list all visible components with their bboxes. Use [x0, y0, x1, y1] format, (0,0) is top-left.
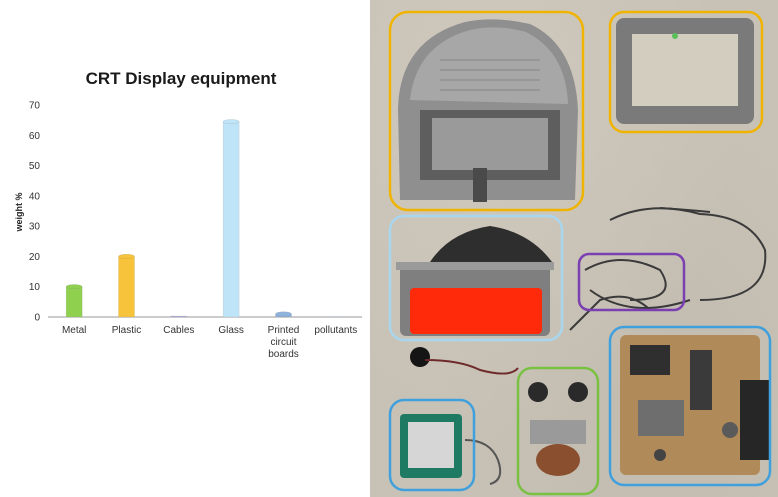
- bar: [327, 315, 345, 318]
- x-tick-labels: Metal Plastic Cables Glass Printedcircuitboa…: [62, 325, 357, 360]
- cable-bundle: [569, 207, 767, 331]
- y-tick-label: 10: [29, 282, 41, 293]
- y-axis-label: weight %: [14, 192, 24, 232]
- bar: [118, 253, 135, 318]
- bar-top: [275, 311, 292, 317]
- bar: [170, 315, 188, 318]
- bar-body: [65, 286, 83, 318]
- bar-body: [327, 315, 345, 318]
- metal-parts: [528, 382, 588, 476]
- bar-top: [118, 253, 135, 259]
- y-tick-label: 0: [34, 313, 40, 324]
- bar: [222, 119, 240, 318]
- y-tick-label: 50: [29, 161, 41, 172]
- bar: [275, 311, 292, 318]
- y-tick-label: 60: [29, 131, 41, 142]
- x-tick-label: Glass: [218, 325, 244, 336]
- x-tick-label: boards: [268, 349, 299, 360]
- bar-top: [65, 284, 83, 290]
- bar-body: [170, 315, 188, 318]
- bar-body: [118, 256, 135, 318]
- y-tick-label: 70: [29, 101, 41, 112]
- glass-tube-box: [388, 214, 564, 342]
- plastic-housing-box: [388, 10, 585, 212]
- bar-chart: CRT Display equipment weight % Metal Plas…: [14, 69, 362, 360]
- main-circuit-board: [620, 335, 770, 475]
- y-tick-label: 30: [29, 222, 41, 233]
- x-tick-label: Plastic: [112, 325, 141, 336]
- metal-parts-box: [516, 366, 600, 496]
- x-tick-label: Printed: [268, 325, 300, 336]
- small-circuit-board: [400, 414, 502, 485]
- crt-rear-housing: [398, 19, 578, 202]
- chart-panel: CRT Display equipment weight % Metal Plas…: [0, 0, 370, 497]
- bar: [65, 284, 83, 318]
- cables-box: [577, 252, 686, 312]
- x-tick-label: Metal: [62, 325, 86, 336]
- bar-series: [65, 119, 345, 318]
- x-tick-label: circuit: [270, 337, 296, 348]
- x-tick-label: Cables: [163, 325, 194, 336]
- small-board-box: [388, 398, 476, 492]
- bar-body: [222, 121, 240, 318]
- x-tick-label: pollutants: [314, 325, 357, 336]
- chart-title: CRT Display equipment: [86, 69, 277, 88]
- y-tick-label: 20: [29, 252, 41, 263]
- degauss-cable: [410, 347, 519, 375]
- disassembled-crt-photo: [370, 0, 778, 497]
- crt-front-frame: [616, 18, 754, 124]
- main-board-box: [608, 325, 772, 487]
- bar-top: [222, 119, 240, 125]
- y-tick-labels: 0 10 20 30 40 50 60 70: [29, 101, 41, 324]
- y-tick-label: 40: [29, 191, 41, 202]
- crt-picture-tube: [396, 226, 554, 336]
- plastic-front-frame-box: [608, 10, 764, 134]
